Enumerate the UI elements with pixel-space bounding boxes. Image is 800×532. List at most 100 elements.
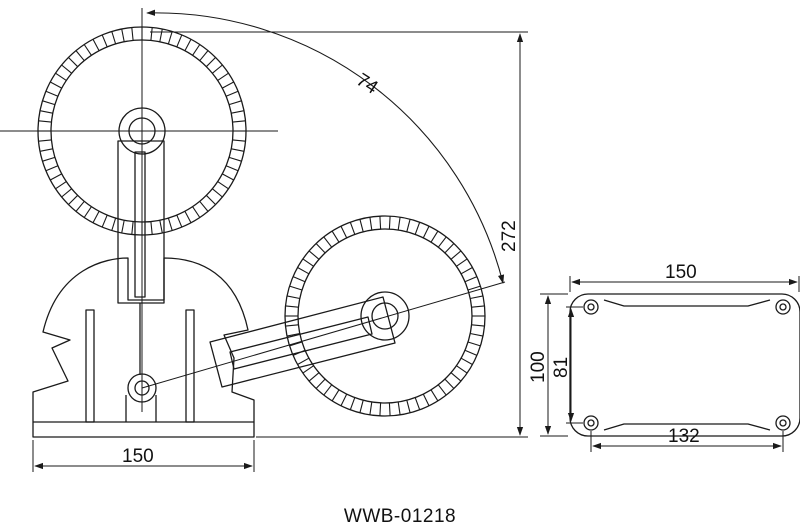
wheel-tooth xyxy=(460,357,473,365)
wheel-tooth xyxy=(167,217,173,231)
wheel-tooth xyxy=(460,267,473,275)
angle-dimension xyxy=(146,9,505,284)
wheel-tooth xyxy=(228,156,242,162)
wheel-tooth xyxy=(331,389,340,402)
wheel-tooth xyxy=(323,384,333,396)
wheel-tooth xyxy=(75,200,85,212)
wheel-tooth xyxy=(232,139,246,142)
swung-roller-wheel xyxy=(284,215,486,417)
wheel-tooth xyxy=(68,194,79,205)
wheel-tooth xyxy=(430,389,439,402)
wheel-tooth xyxy=(456,258,468,267)
wheel-tooth xyxy=(286,332,300,337)
wheel-tooth xyxy=(38,139,52,142)
wheel-tooth xyxy=(45,90,59,97)
wheel-tooth xyxy=(470,332,484,337)
wheel-tooth xyxy=(83,206,92,218)
wheel-tooth xyxy=(379,216,382,230)
wheel-tooth xyxy=(150,221,153,235)
wheel-tooth xyxy=(308,250,320,260)
wheel-tooth xyxy=(228,100,242,106)
wheel-tooth xyxy=(289,341,303,347)
wheel-tooth xyxy=(369,217,373,231)
swung-lever-arm xyxy=(209,291,410,388)
wheel-tooth xyxy=(289,285,303,291)
wheel-tooth xyxy=(205,57,216,68)
wheel-tooth xyxy=(101,214,108,228)
wheel-tooth xyxy=(232,120,246,123)
wheel-tooth xyxy=(225,90,239,97)
wheel-tooth xyxy=(159,220,163,234)
wheel-tooth xyxy=(42,156,56,162)
wheel-tooth xyxy=(45,165,59,172)
wheel-tooth xyxy=(131,27,134,41)
drawing-code: WWB-01218 xyxy=(343,506,457,527)
wheel-tooth xyxy=(359,400,364,413)
wheel-tooth xyxy=(359,219,364,232)
wheel-tooth xyxy=(222,81,234,89)
wheel-tooth xyxy=(297,357,310,365)
wheel-tooth xyxy=(111,31,117,45)
plate-height-dimension xyxy=(540,293,568,437)
wheel-tooth xyxy=(323,236,333,248)
mount-hole xyxy=(775,415,791,431)
wheel-tooth xyxy=(302,258,314,267)
wheel-tooth xyxy=(121,220,125,234)
housing-base xyxy=(32,257,255,438)
wheel-tooth xyxy=(471,324,485,327)
wheel-tooth xyxy=(176,34,183,48)
mount-hole xyxy=(583,299,599,315)
mount-hole xyxy=(583,415,599,431)
wheel-tooth xyxy=(470,295,484,300)
hole-horizontal-dimension xyxy=(590,431,784,452)
wheel-tooth xyxy=(199,50,209,62)
wheel-tooth xyxy=(285,324,299,327)
wheel-tooth xyxy=(231,110,245,114)
wheel-tooth xyxy=(176,214,183,228)
wheel-tooth xyxy=(444,378,455,389)
wheel-tooth xyxy=(61,64,73,74)
wheel-tooth xyxy=(437,384,447,396)
wheel-tooth xyxy=(414,222,421,235)
height-label: 272 xyxy=(499,220,520,252)
wheel-tooth xyxy=(111,217,117,231)
wheel-tooth xyxy=(340,225,348,239)
wheel-tooth xyxy=(369,401,373,415)
wheel-tooth xyxy=(55,181,67,190)
wheel-tooth xyxy=(464,276,478,283)
wheel-tooth xyxy=(292,276,306,283)
wheel-tooth xyxy=(406,400,411,413)
wheel-tooth xyxy=(422,225,430,239)
wheel-tooth xyxy=(205,194,216,205)
wheel-tooth xyxy=(83,44,92,56)
wheel-tooth xyxy=(467,285,481,291)
wheel-tooth xyxy=(422,393,430,407)
wheel-tooth xyxy=(471,305,485,308)
wheel-tooth xyxy=(315,243,326,254)
wheel-tooth xyxy=(414,397,421,410)
mounting-plate xyxy=(569,293,800,437)
wheel-tooth xyxy=(302,365,314,374)
mount-hole xyxy=(775,299,791,315)
wheel-tooth xyxy=(211,64,223,74)
wheel-tooth xyxy=(121,28,125,42)
wheel-tooth xyxy=(450,372,462,382)
wheel-tooth xyxy=(101,34,108,48)
wheel-tooth xyxy=(340,393,348,407)
wheel-tooth xyxy=(444,243,455,254)
plate-height-label: 100 xyxy=(528,351,549,383)
wheel-tooth xyxy=(286,295,300,300)
wheel-tooth xyxy=(315,378,326,389)
wheel-tooth xyxy=(349,397,356,410)
wheel-tooth xyxy=(50,81,62,89)
wheel-tooth xyxy=(92,39,100,51)
wheel-tooth xyxy=(450,250,462,260)
hole-vertical-dimension xyxy=(566,306,583,424)
wheel-tooth xyxy=(150,27,153,41)
wheel-tooth xyxy=(192,44,201,56)
wheel-tooth xyxy=(39,110,53,114)
wheel-tooth xyxy=(308,372,320,382)
wheel-tooth xyxy=(430,230,439,243)
wheel-tooth xyxy=(217,181,229,190)
